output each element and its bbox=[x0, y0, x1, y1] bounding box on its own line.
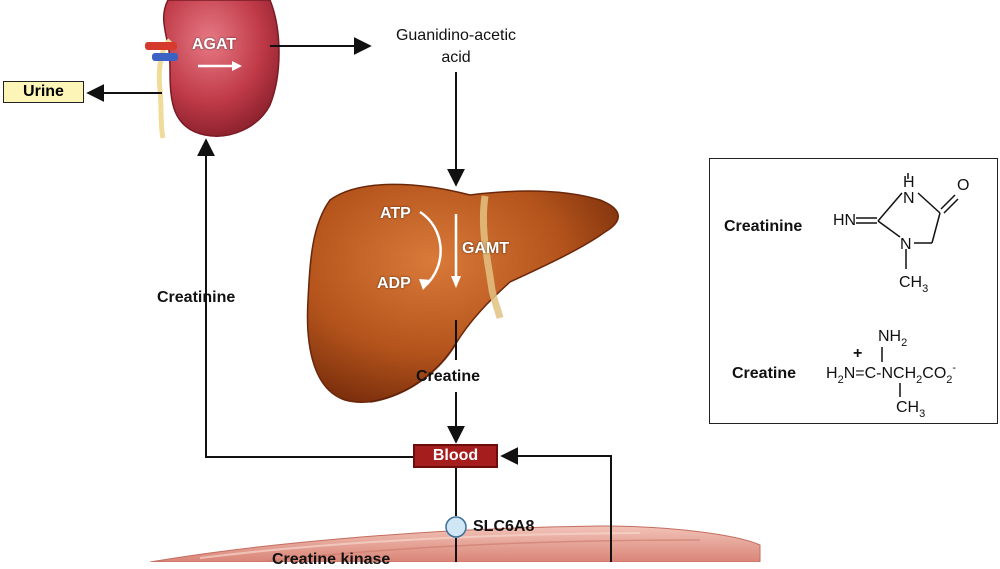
creatinine-n1: N bbox=[903, 190, 915, 207]
creatine-nh2: NH2 bbox=[878, 328, 907, 349]
gamt-label: GAMT bbox=[462, 240, 510, 257]
creatine-ch3: CH3 bbox=[896, 399, 925, 420]
creatinine-ch: CH3 bbox=[899, 274, 928, 295]
liver-illustration bbox=[306, 183, 619, 403]
guanidinoacetic-acid-label: Guanidino-acetic acid bbox=[376, 25, 536, 69]
creatine-name: Creatine bbox=[732, 365, 796, 382]
urine-box: Urine bbox=[3, 81, 84, 103]
kidney-illustration bbox=[145, 0, 280, 139]
creatine-formula: H2N=C-NCH2CO2- bbox=[826, 362, 956, 386]
gaa-line-1: Guanidino-acetic bbox=[395, 27, 517, 44]
adp-label: ADP bbox=[377, 275, 411, 292]
pathway-arrows bbox=[86, 37, 612, 562]
creatinine-name: Creatinine bbox=[724, 218, 802, 235]
muscle-return-path bbox=[500, 447, 612, 562]
structures-svg: Creatinine HN H N N O CH3 Creatine + NH2… bbox=[724, 173, 969, 420]
creatinine-hn: HN bbox=[833, 212, 856, 229]
chemical-structures-panel: Creatinine HN H N N O CH3 Creatine + NH2… bbox=[709, 158, 998, 424]
creatinine-n2: N bbox=[900, 236, 912, 253]
agat-label: AGAT bbox=[192, 36, 237, 53]
creatine-plus: + bbox=[853, 345, 862, 362]
blood-box: Blood bbox=[413, 444, 498, 468]
slc6a8-transporter-icon bbox=[445, 516, 467, 538]
gaa-line-2: acid bbox=[441, 49, 471, 66]
creatinine-o: O bbox=[957, 177, 969, 194]
slc6a8-label: SLC6A8 bbox=[473, 518, 535, 535]
creatine-kinase-label: Creatine kinase bbox=[272, 551, 391, 568]
creatine-path-label: Creatine bbox=[416, 368, 481, 385]
creatinine-h: H bbox=[903, 174, 915, 191]
atp-label: ATP bbox=[380, 205, 411, 222]
creatinine-return-path bbox=[197, 138, 413, 458]
creatinine-path-label: Creatinine bbox=[157, 289, 236, 306]
